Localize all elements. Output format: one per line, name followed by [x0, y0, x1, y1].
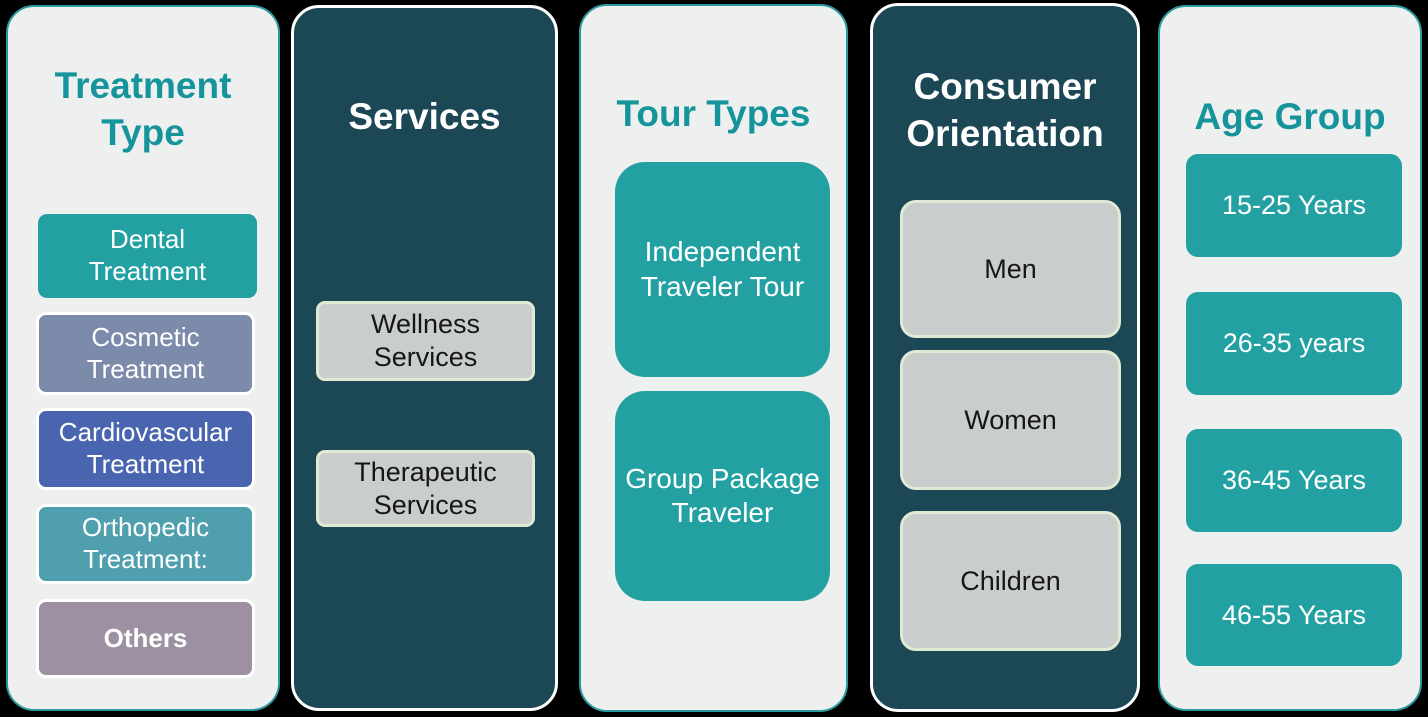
box-wellness-services: Wellness Services [316, 301, 535, 381]
box-age-26-35: 26-35 years [1186, 292, 1402, 395]
box-group-package-traveler: Group Package Traveler [615, 391, 830, 601]
box-men: Men [900, 200, 1121, 338]
box-cosmetic-treatment: Cosmetic Treatment [36, 312, 255, 395]
panel-title-age-group: Age Group [1194, 96, 1386, 137]
box-independent-traveler-tour: Independent Traveler Tour [615, 162, 830, 377]
panel-treatment-type: Treatment Type Dental Treatment Cosmetic… [6, 5, 280, 711]
panel-age-group: Age Group 15-25 Years 26-35 years 36-45 … [1158, 5, 1422, 711]
box-age-46-55: 46-55 Years [1186, 564, 1402, 666]
box-orthopedic-treatment: Orthopedic Treatment: [36, 504, 255, 584]
panel-title-tour-types: Tour Types [616, 93, 811, 134]
box-women: Women [900, 350, 1121, 490]
panel-title-consumer-orientation: Consumer Orientation [906, 66, 1104, 155]
panel-title-treatment-type: Treatment Type [54, 65, 232, 154]
panel-services: Services Wellness Services Therapeutic S… [291, 5, 558, 711]
box-age-36-45: 36-45 Years [1186, 429, 1402, 532]
box-others: Others [36, 599, 255, 678]
box-cardiovascular-treatment: Cardiovascular Treatment [36, 408, 255, 490]
box-age-15-25: 15-25 Years [1186, 154, 1402, 257]
panel-tour-types: Tour Types Independent Traveler Tour Gro… [579, 4, 848, 712]
box-therapeutic-services: Therapeutic Services [316, 450, 535, 527]
box-children: Children [900, 511, 1121, 651]
panel-title-services: Services [348, 96, 501, 137]
box-dental-treatment: Dental Treatment [38, 214, 257, 298]
panel-consumer-orientation: Consumer Orientation Men Women Children [870, 3, 1140, 712]
